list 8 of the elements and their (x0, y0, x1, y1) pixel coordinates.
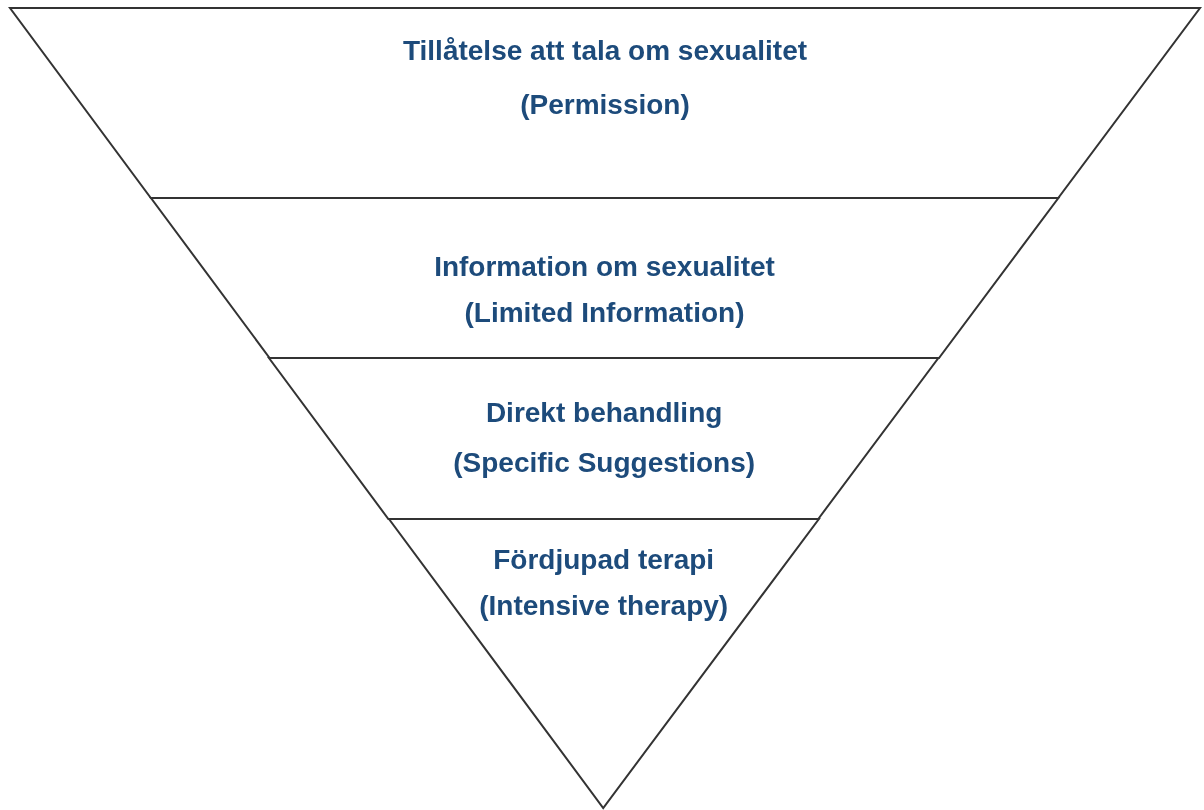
level-title: Information om sexualitet (434, 250, 775, 284)
level-subtitle: (Limited Information) (464, 296, 745, 330)
level-subtitle: (Permission) (520, 88, 690, 122)
level-title: Direkt behandling (485, 396, 723, 430)
level-subtitle: (Intensive therapy) (479, 589, 729, 623)
level-subtitle: (Specific Suggestions) (453, 446, 756, 480)
level-title: Tillåtelse att tala om sexualitet (402, 34, 808, 68)
level-title: Fördjupad terapi (493, 543, 715, 577)
